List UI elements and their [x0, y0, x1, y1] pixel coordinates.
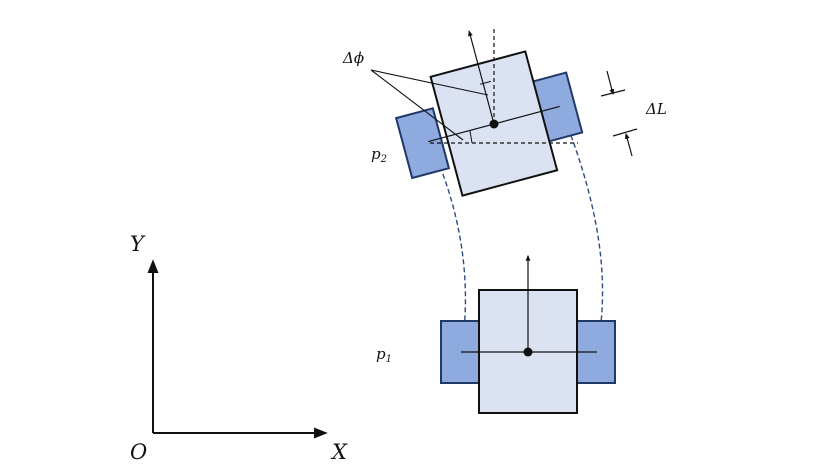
delta-L-tick-lower	[612, 128, 638, 137]
pose-1-label: p1	[376, 345, 392, 365]
center-point-p2	[489, 119, 499, 129]
lower-angle-tick	[469, 130, 473, 144]
delta-L-arrow-lower	[624, 132, 633, 157]
delta-L-arrow-upper	[606, 70, 615, 96]
pose-2-base: p	[371, 145, 381, 163]
pose-1-base: p	[376, 345, 386, 363]
delta-phi-label: Δϕ	[342, 49, 364, 67]
center-point-p1	[523, 347, 533, 357]
pose-2-subscript: 2	[380, 154, 387, 165]
delta-phi-leader-upper	[370, 69, 489, 96]
delta-L-label: ΔL	[645, 100, 667, 118]
pose-1-subscript: 1	[386, 354, 392, 365]
robot-pose-1	[440, 254, 616, 414]
origin-label: O	[130, 440, 147, 464]
pose-2-label: p2	[371, 145, 387, 165]
delta-L-annotation: ΔL	[600, 70, 667, 157]
robot-pose-2	[394, 26, 584, 197]
coordinate-axes: O X Y	[130, 232, 348, 464]
delta-phi-leader-lower	[370, 69, 464, 141]
delta-phi-annotation: Δϕ	[342, 49, 489, 141]
heading-arrow-p2	[468, 30, 495, 125]
y-axis-label: Y	[130, 232, 146, 256]
x-axis-label: X	[330, 440, 348, 464]
small-arc-top	[480, 80, 491, 85]
